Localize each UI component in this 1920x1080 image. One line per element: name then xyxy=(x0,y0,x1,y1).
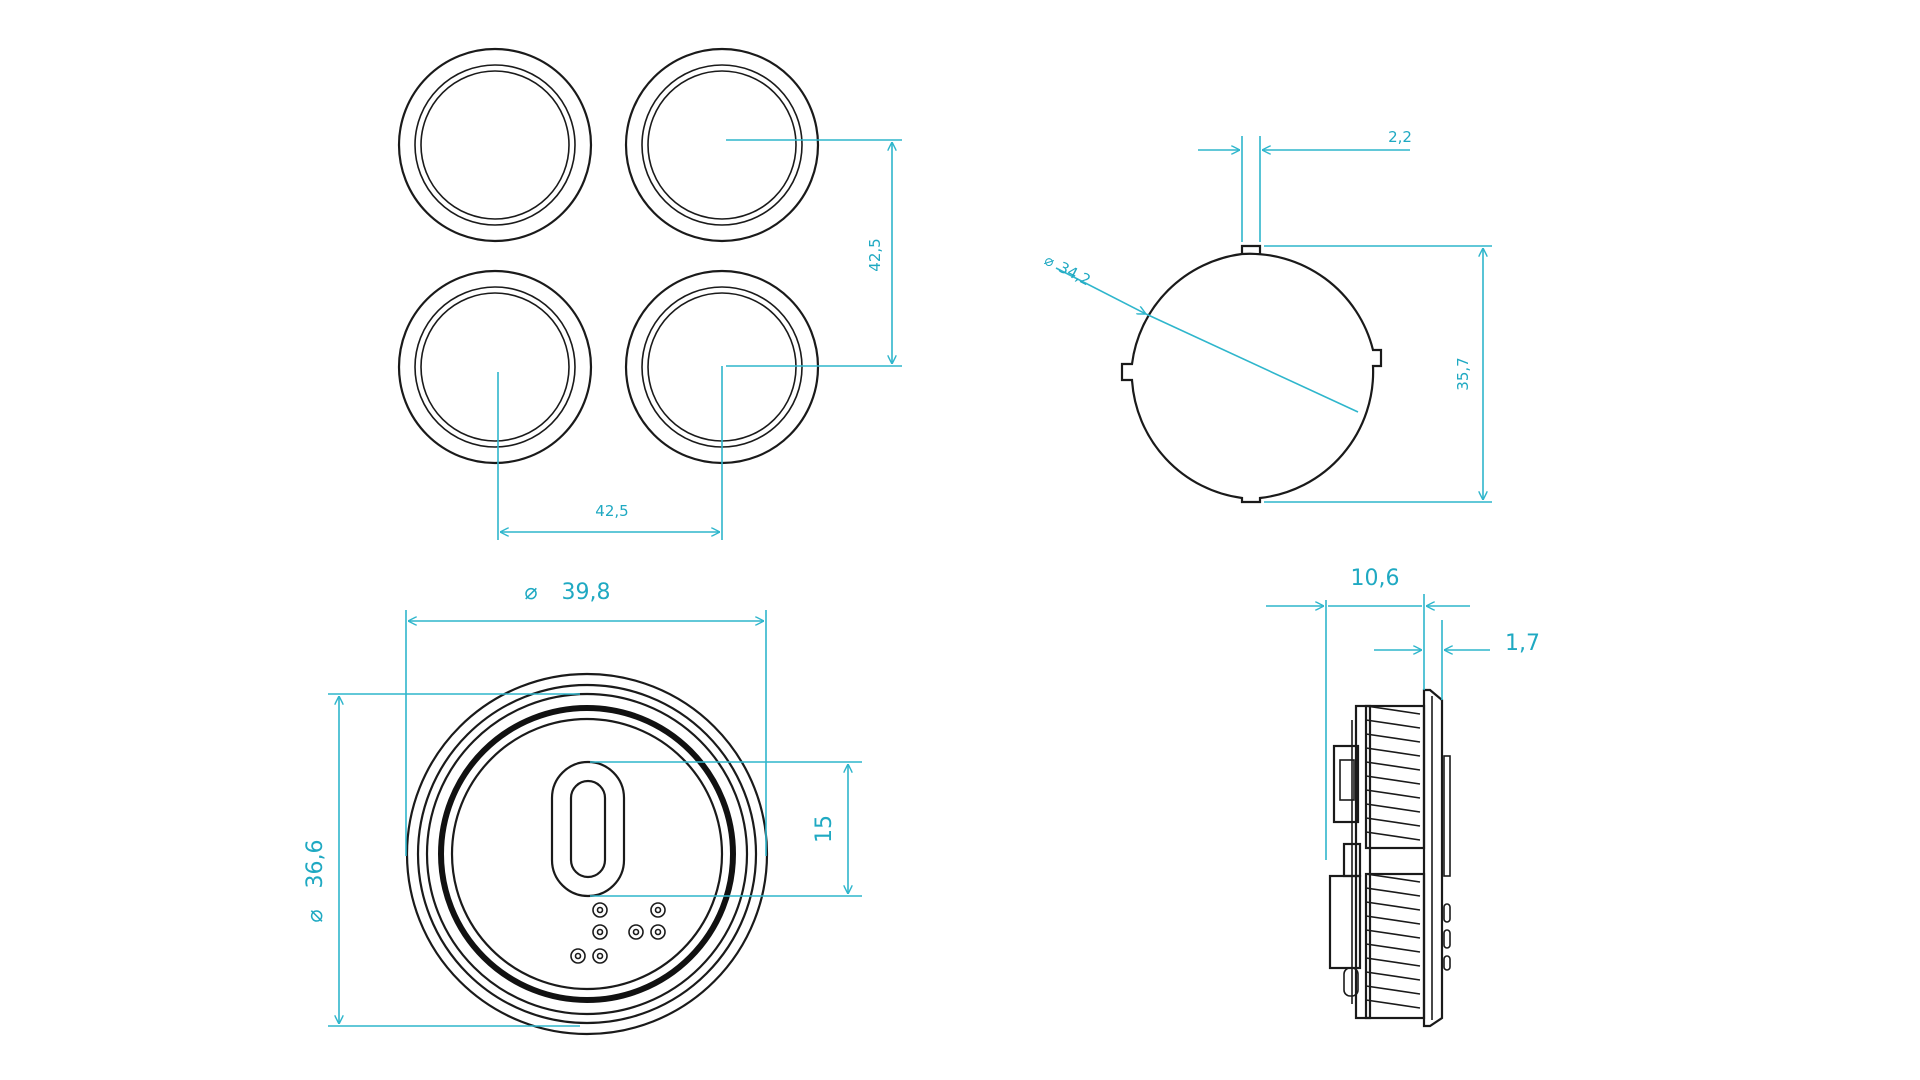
side-view: 10,6 1,7 xyxy=(1266,566,1540,1028)
dimension-grid-horizontal: 42,5 xyxy=(497,366,723,540)
frame-bottom-left xyxy=(397,269,593,465)
dimension-front-height: ⌀ 36,6 xyxy=(303,693,580,1027)
dimension-front-diameter: ⌀ 39,8 xyxy=(405,580,767,856)
dimension-label-side-depth: 10,6 xyxy=(1351,566,1400,591)
frame-top-right xyxy=(624,47,820,243)
front-view: ⌀ 39,8 ⌀ 36,6 15 xyxy=(303,580,862,1036)
dimension-cutout-height: 35,7 xyxy=(1264,245,1492,503)
dimension-label-grid-horizontal: 42,5 xyxy=(595,502,628,520)
diameter-symbol-front: ⌀ xyxy=(524,580,537,605)
dimension-label-grid-vertical: 42,5 xyxy=(866,238,884,271)
dimension-label-front-diameter: 39,8 xyxy=(562,580,611,605)
diameter-symbol-cutout: ⌀ xyxy=(1041,251,1057,271)
dimension-cutout-notch: 2,2 xyxy=(1198,128,1412,242)
dimension-cutout-diameter: ⌀ 34,2 xyxy=(1041,251,1359,413)
call-button xyxy=(550,760,626,898)
dimension-grid-vertical: 42,5 xyxy=(726,139,902,367)
mounting-cutout-view: 2,2 ⌀ 34,2 35,7 xyxy=(1041,128,1492,504)
dimension-button-height: 15 xyxy=(590,761,862,897)
dimension-label-cutout-notch: 2,2 xyxy=(1388,128,1412,146)
grid-layout-view: 42,5 42,5 xyxy=(397,47,902,540)
dimension-label-cutout-height: 35,7 xyxy=(1454,357,1472,390)
dimension-label-front-height: 36,6 xyxy=(303,840,328,889)
braille-dots xyxy=(570,902,666,964)
dimension-side-flange: 1,7 xyxy=(1374,620,1540,700)
dimension-label-side-flange: 1,7 xyxy=(1505,631,1540,656)
cutout-outline xyxy=(1120,252,1383,504)
dimension-label-button-height: 15 xyxy=(812,815,837,843)
side-thread-lower xyxy=(1364,872,1426,1020)
frame-top-left xyxy=(397,47,593,243)
side-thread-upper xyxy=(1364,704,1426,850)
diameter-symbol-front-height: ⌀ xyxy=(303,909,328,922)
dimension-side-depth: 10,6 xyxy=(1266,566,1470,860)
